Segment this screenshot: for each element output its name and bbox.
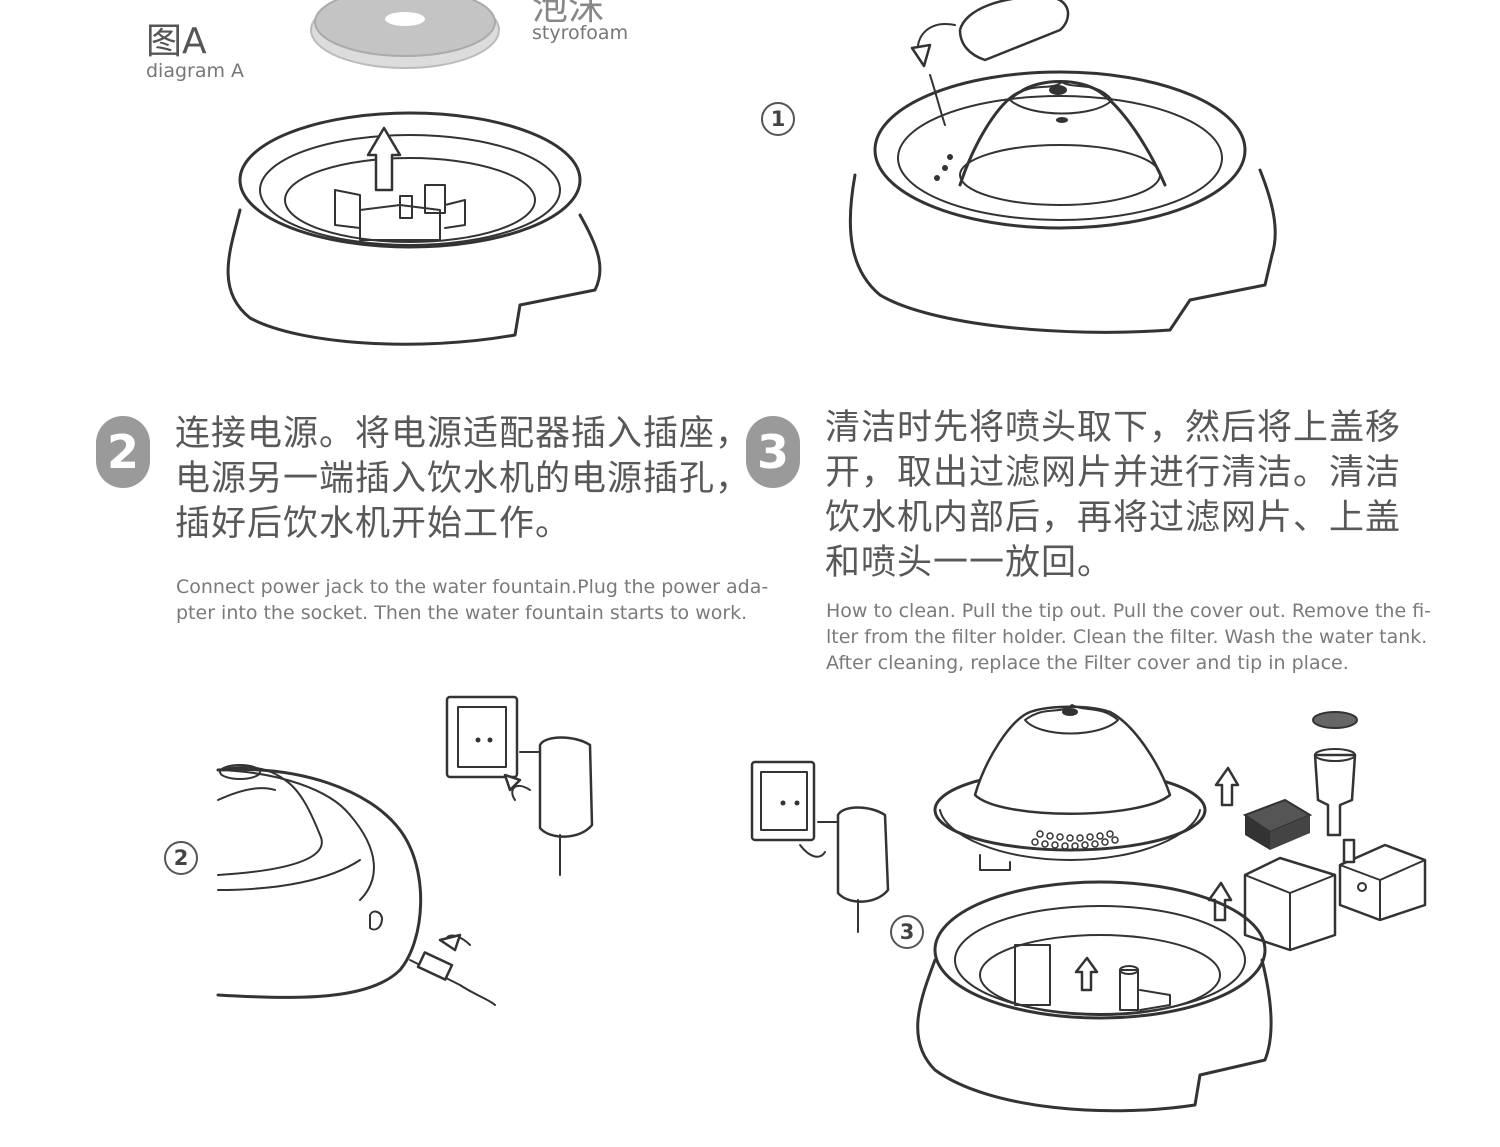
styrofoam-disc [310,0,500,69]
step3-en-line: How to clean. Pull the tip out. Pull the… [826,600,1432,622]
step2-cn-line: 连接电源。将电源适配器插入插座， [175,414,752,454]
cover-holes [1031,830,1119,850]
styrofoam-label-cn: 泡沫 [532,0,605,28]
step3-cn-line: 和喷头一一放回。 [825,543,1114,583]
step3-en-text: How to clean. Pull the tip out. Pull the… [826,598,1431,676]
diagram-a-label-cn: 图A [146,21,207,62]
step2-cn-text: 连接电源。将电源适配器插入插座， 电源另一端插入饮水机的电源插孔， 插好后饮水机… [175,412,751,547]
step1-marker: 1 [761,102,795,136]
step2-badge: 2 [96,416,150,488]
step2-en-line: Connect power jack to the water fountain… [176,576,769,598]
step1-fountain [848,0,1277,334]
step2-marker: 2 [164,841,198,875]
step2-cn-line: 插好后饮水机开始工作。 [175,504,572,544]
styrofoam-label-en: styrofoam [532,22,629,44]
step3-badge: 3 [746,416,800,488]
step2-cn-line: 电源另一端插入饮水机的电源插孔， [175,459,752,499]
step3-cn-line: 饮水机内部后，再将过滤网片、上盖 [825,498,1402,538]
step3-en-line: After cleaning, replace the Filter cover… [826,652,1349,674]
step3-cn-line: 开，取出过滤网片并进行清洁。清洁 [825,453,1402,493]
diagram-a-bowl [226,111,602,346]
step3-cn-line: 清洁时先将喷头取下，然后将上盖移 [825,408,1402,448]
step3-marker: 3 [890,915,924,949]
diagram-a-label-en: diagram A [146,60,245,82]
step2-fountain-power [216,695,594,1006]
step3-en-line: lter from the filter holder. Clean the f… [826,626,1428,648]
step2-en-text: Connect power jack to the water fountain… [176,574,768,626]
step3-cn-text: 清洁时先将喷头取下，然后将上盖移 开，取出过滤网片并进行清洁。清洁 饮水机内部后… [825,406,1401,586]
step3-exploded-view [750,704,1427,1113]
step2-en-line: pter into the socket. Then the water fou… [176,602,748,624]
